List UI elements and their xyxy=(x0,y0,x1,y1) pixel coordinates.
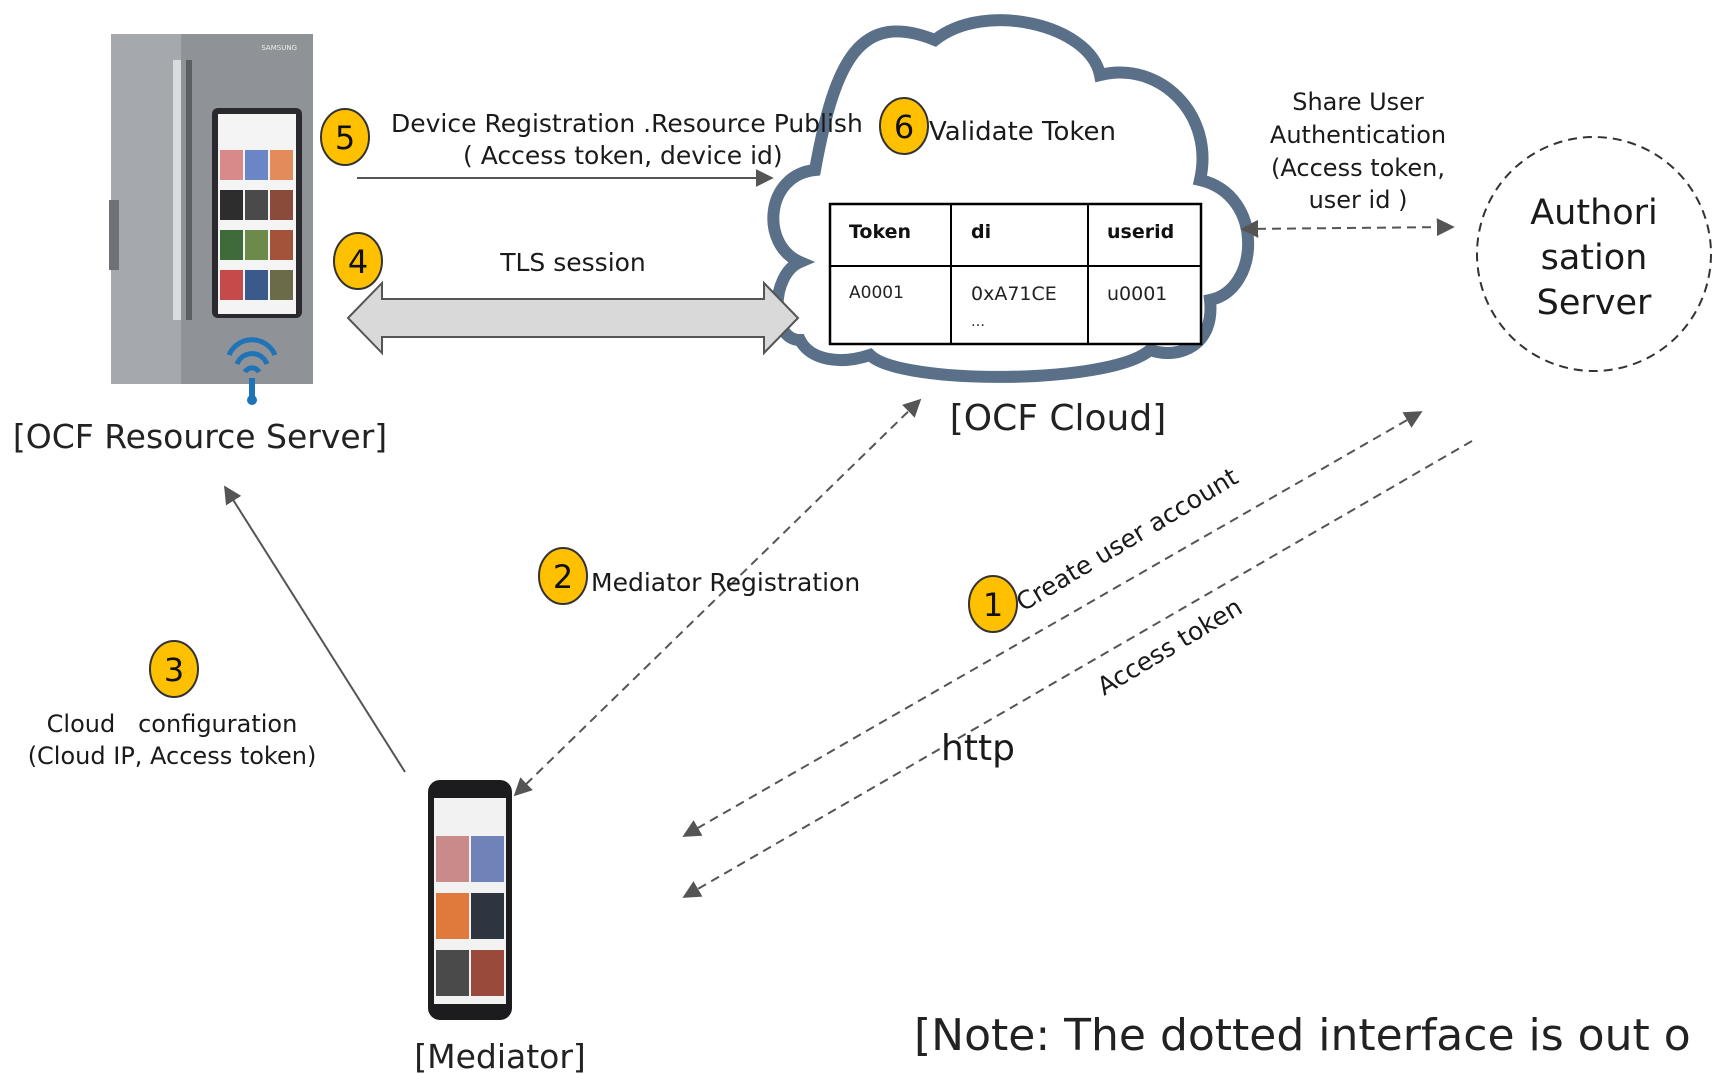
svg-text:5: 5 xyxy=(335,119,355,157)
table-cell-token: A0001 xyxy=(849,283,904,303)
step-badge-3: 3 xyxy=(149,640,199,698)
step-badge-1: 1 xyxy=(968,575,1018,633)
svg-text:6: 6 xyxy=(894,108,914,146)
token-table: Token di userid A0001 0xA71CE … u0001 xyxy=(828,202,1203,346)
table-header-di: di xyxy=(971,221,991,243)
step3-label-line1: Cloud configuration xyxy=(47,710,298,738)
tls-session-label: TLS session xyxy=(499,248,646,277)
access-token-arrow xyxy=(682,440,1473,898)
table-cell-userid: u0001 xyxy=(1107,283,1167,305)
step5-label-line1: Device Registration .Resource Publish xyxy=(391,109,863,138)
svg-text:3: 3 xyxy=(164,651,184,689)
share-label-line3: (Access token, xyxy=(1271,154,1445,182)
dotted-interface-note: [Note: The dotted interface is out o xyxy=(914,1010,1691,1061)
step2-label: Mediator Registration xyxy=(591,568,860,597)
share-auth-arrow xyxy=(1240,218,1455,238)
step6-label: Validate Token xyxy=(929,117,1116,147)
mediator-caption: [Mediator] xyxy=(414,1037,586,1074)
cloud-caption: [OCF Cloud] xyxy=(950,398,1167,439)
svg-text:4: 4 xyxy=(348,243,368,281)
tls-session-arrow xyxy=(346,280,800,356)
svg-text:1: 1 xyxy=(983,586,1003,624)
auth-server-line1: Authori xyxy=(1530,193,1658,233)
share-label-line1: Share User xyxy=(1292,88,1424,116)
create-user-account-arrow xyxy=(682,411,1423,837)
http-label: http xyxy=(941,728,1015,769)
share-label-line2: Authentication xyxy=(1270,121,1446,149)
step-badge-6: 6 xyxy=(879,97,929,155)
table-cell-di: 0xA71CE xyxy=(971,283,1057,305)
wifi-icon xyxy=(226,337,278,405)
step5-label-line2: ( Access token, device id) xyxy=(463,141,783,170)
cloud-configuration-arrow xyxy=(224,485,406,773)
auth-server-line3: Server xyxy=(1537,283,1652,323)
svg-text:2: 2 xyxy=(553,558,573,596)
table-cell-di-more: … xyxy=(971,314,985,330)
resource-server-caption: [OCF Resource Server] xyxy=(13,417,387,456)
table-header-token: Token xyxy=(849,221,911,243)
mediator-phone-image xyxy=(428,780,512,1020)
share-label-line4: user id ) xyxy=(1309,186,1408,214)
step-badge-5: 5 xyxy=(320,108,370,166)
svg-text:SAMSUNG: SAMSUNG xyxy=(261,44,297,52)
step-badge-2: 2 xyxy=(538,547,588,605)
authorisation-server-circle xyxy=(1476,136,1712,372)
refrigerator-image: SAMSUNG xyxy=(109,34,313,384)
table-header-userid: userid xyxy=(1107,221,1174,243)
step3-label-line2: (Cloud IP, Access token) xyxy=(28,742,317,770)
step-badge-4: 4 xyxy=(333,232,383,290)
auth-server-line2: sation xyxy=(1541,238,1648,278)
